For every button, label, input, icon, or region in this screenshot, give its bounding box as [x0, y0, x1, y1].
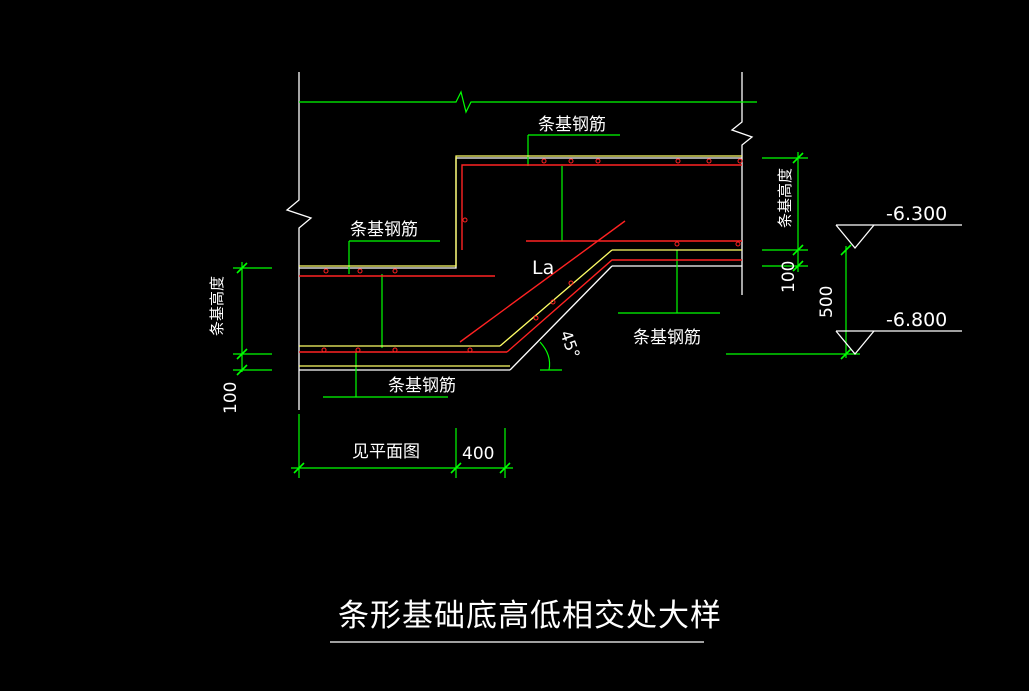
label-angle: 45° [556, 328, 584, 361]
dim-100-left: 100 [221, 382, 241, 414]
elevation-lower: -6.800 [886, 309, 947, 331]
right-wall-line [730, 72, 754, 295]
dim-500: 500 [817, 286, 837, 318]
upper-rebar-outline [299, 155, 742, 267]
upper-outline [299, 157, 742, 269]
drawing-title: 条形基础底高低相交处大样 [338, 598, 722, 634]
label-rebar-bottom: 条基钢筋 [388, 376, 456, 396]
left-wall-line [285, 72, 313, 410]
dim-400: 400 [462, 444, 494, 464]
elevation-markers [835, 224, 962, 356]
rebar-dots [321, 158, 743, 353]
elevation-upper: -6.300 [886, 203, 947, 225]
dim-100-right: 100 [779, 261, 799, 293]
label-height-left: 条基高度 [208, 276, 226, 336]
dimension-ticks [236, 152, 852, 474]
rebars [299, 164, 742, 353]
la-anchor [459, 220, 626, 343]
label-height-right: 条基高度 [776, 168, 794, 228]
slope-outline [509, 265, 613, 371]
label-la: La [532, 257, 554, 279]
label-see-plan: 见平面图 [352, 442, 420, 462]
angle-arc [539, 341, 551, 371]
label-rebar-right-lower: 条基钢筋 [633, 328, 701, 348]
bent-rebar [506, 259, 742, 353]
dimension-lines [233, 90, 860, 478]
top-rebar [461, 164, 742, 250]
label-rebar-top: 条基钢筋 [538, 115, 606, 135]
top-break-line [299, 90, 757, 114]
label-rebar-left-upper: 条基钢筋 [350, 220, 418, 240]
rebar-outlines [299, 155, 742, 367]
